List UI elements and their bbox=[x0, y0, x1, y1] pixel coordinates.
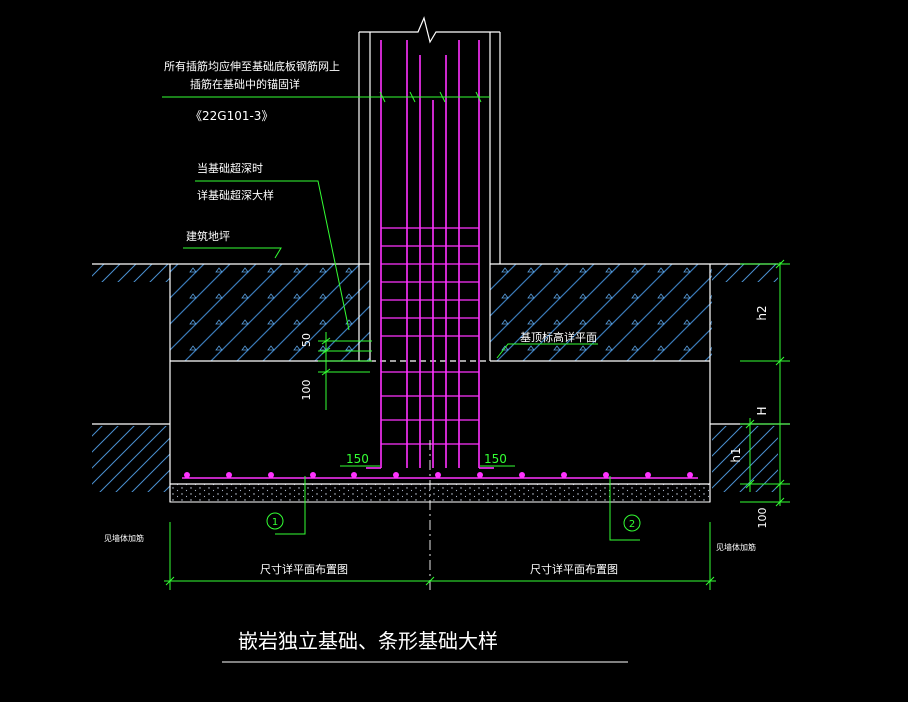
note-dowel-line2: 插筋在基础中的锚固详 bbox=[190, 77, 300, 91]
dim-100-right: 100 bbox=[756, 508, 769, 529]
dim-H: H bbox=[755, 406, 769, 415]
soil-hatch-right-top bbox=[712, 264, 778, 282]
size-note-left: 尺寸详平面布置图 bbox=[260, 562, 348, 576]
ground-lines bbox=[92, 263, 790, 425]
right-dimension bbox=[740, 259, 790, 507]
note-ground-level: 建筑地坪 bbox=[186, 229, 230, 243]
rock-hatch-left bbox=[92, 426, 170, 492]
size-note-right: 尺寸详平面布置图 bbox=[530, 562, 618, 576]
note-dowel-line1: 所有插筋均应伸至基础底板钢筋网上 bbox=[164, 59, 340, 73]
drawing-title: 嵌岩独立基础、条形基础大样 bbox=[238, 629, 498, 653]
soil-hatch-left-top bbox=[92, 264, 170, 282]
dim-100-left: 100 bbox=[300, 380, 313, 401]
note-dowel-reference: 《22G101-3》 bbox=[190, 109, 273, 123]
rebar-callout-1: 1 bbox=[272, 517, 278, 528]
leader-lines bbox=[162, 91, 640, 541]
column-stirrups bbox=[381, 227, 479, 445]
column-outline bbox=[358, 16, 501, 362]
dim-50: 50 bbox=[300, 333, 313, 347]
side-note-left: 见墙体加筋 bbox=[104, 533, 144, 543]
side-note-right: 见墙体加筋 bbox=[716, 542, 756, 552]
note-deep-line2: 详基础超深大样 bbox=[197, 188, 274, 202]
dim-150-right: 150 bbox=[484, 452, 507, 466]
bottom-dimension bbox=[164, 522, 716, 590]
rock-hatch-right bbox=[712, 426, 778, 492]
dim-h1: h1 bbox=[729, 447, 743, 462]
rebar-callout-circle-1 bbox=[266, 512, 284, 530]
dim-150-left: 150 bbox=[346, 452, 369, 466]
gravel-cushion bbox=[169, 483, 711, 503]
rebar-callout-circle-2 bbox=[623, 514, 641, 532]
backfill-right bbox=[490, 264, 712, 361]
bottom-rebar-dots bbox=[184, 472, 693, 478]
dim-h2: h2 bbox=[755, 305, 769, 320]
note-deep-line1: 当基础超深时 bbox=[197, 161, 263, 175]
backfill-left bbox=[170, 264, 370, 361]
footing-outline bbox=[169, 264, 711, 502]
column-rebar bbox=[366, 40, 494, 469]
note-top-elevation: 基顶标高详平面 bbox=[520, 330, 597, 344]
rebar-callout-2: 2 bbox=[629, 519, 635, 530]
